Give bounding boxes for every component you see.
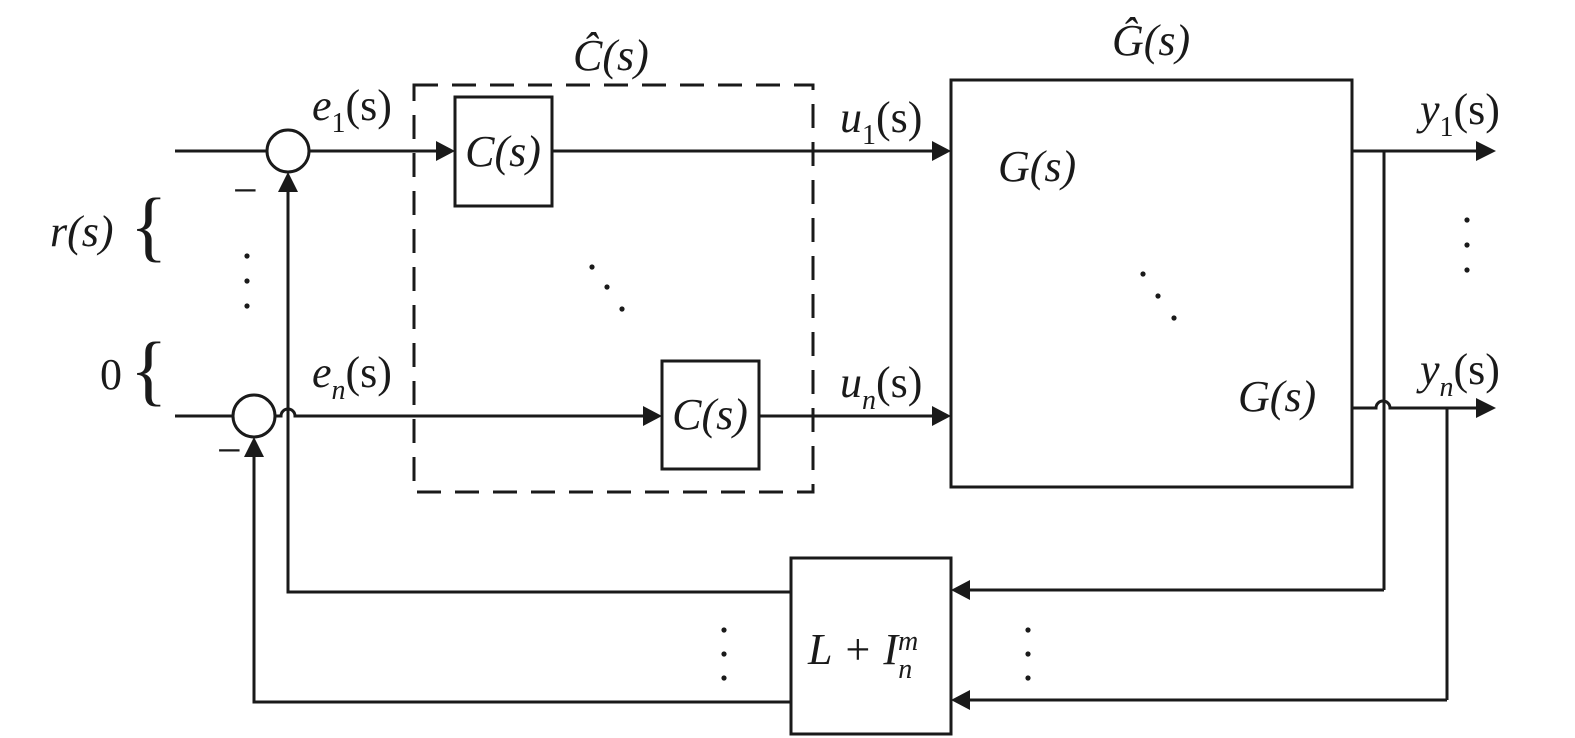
controller-block-1-label: C(s) (465, 127, 541, 176)
controller-diagonal-ellipsis (589, 264, 625, 312)
controller-block-n-label: C(s) (672, 390, 748, 439)
arrow-into-c1 (436, 141, 455, 161)
arrow-into-junction-1 (278, 172, 298, 192)
output-label-n: yn(s) (1416, 345, 1500, 403)
feedback-block (789, 556, 953, 736)
plant-block-1-label: G(s) (998, 142, 1076, 191)
arrow-output-n (1476, 398, 1496, 418)
arrow-into-plant-n (932, 406, 951, 426)
input-ellipsis (244, 253, 250, 309)
plant-diagonal-ellipsis (1140, 271, 1177, 321)
feedback-path-n (252, 455, 791, 704)
arrow-output-1 (1476, 141, 1496, 161)
controller-group-box (412, 83, 815, 494)
plant-group-label: Ĝ(s) (1112, 16, 1190, 65)
controller-group-label: Ĉ(s) (573, 31, 649, 80)
feedback-left-ellipsis (721, 627, 727, 681)
arrow-into-feedback-1 (951, 580, 970, 600)
feedback-path-1 (286, 190, 791, 594)
feedback-right-ellipsis (1025, 627, 1031, 681)
plant-block-n-label: G(s) (1238, 372, 1316, 421)
control-label-n: un(s) (840, 358, 922, 416)
output-ellipsis (1464, 217, 1470, 273)
output-line-n (1352, 399, 1478, 410)
arrow-into-junction-n (244, 437, 264, 457)
arrow-into-cn (643, 406, 662, 426)
plant-block (949, 78, 1354, 489)
summing-junction-1 (265, 128, 311, 174)
zero-brace: { (130, 326, 167, 413)
minus-sign-1: − (233, 166, 258, 215)
reference-brace: { (130, 182, 167, 269)
reference-input-label: r(s) (50, 207, 114, 256)
error-label-n: en(s) (312, 348, 392, 406)
arrow-into-feedback-n (951, 690, 970, 710)
zero-input-label: 0 (100, 350, 122, 399)
output-label-1: y1(s) (1416, 85, 1500, 143)
arrow-into-plant-1 (932, 141, 951, 161)
control-label-1: u1(s) (840, 93, 922, 151)
minus-sign-n: − (217, 426, 242, 475)
error-label-1: e1(s) (312, 81, 392, 139)
error-line-n (275, 407, 645, 418)
